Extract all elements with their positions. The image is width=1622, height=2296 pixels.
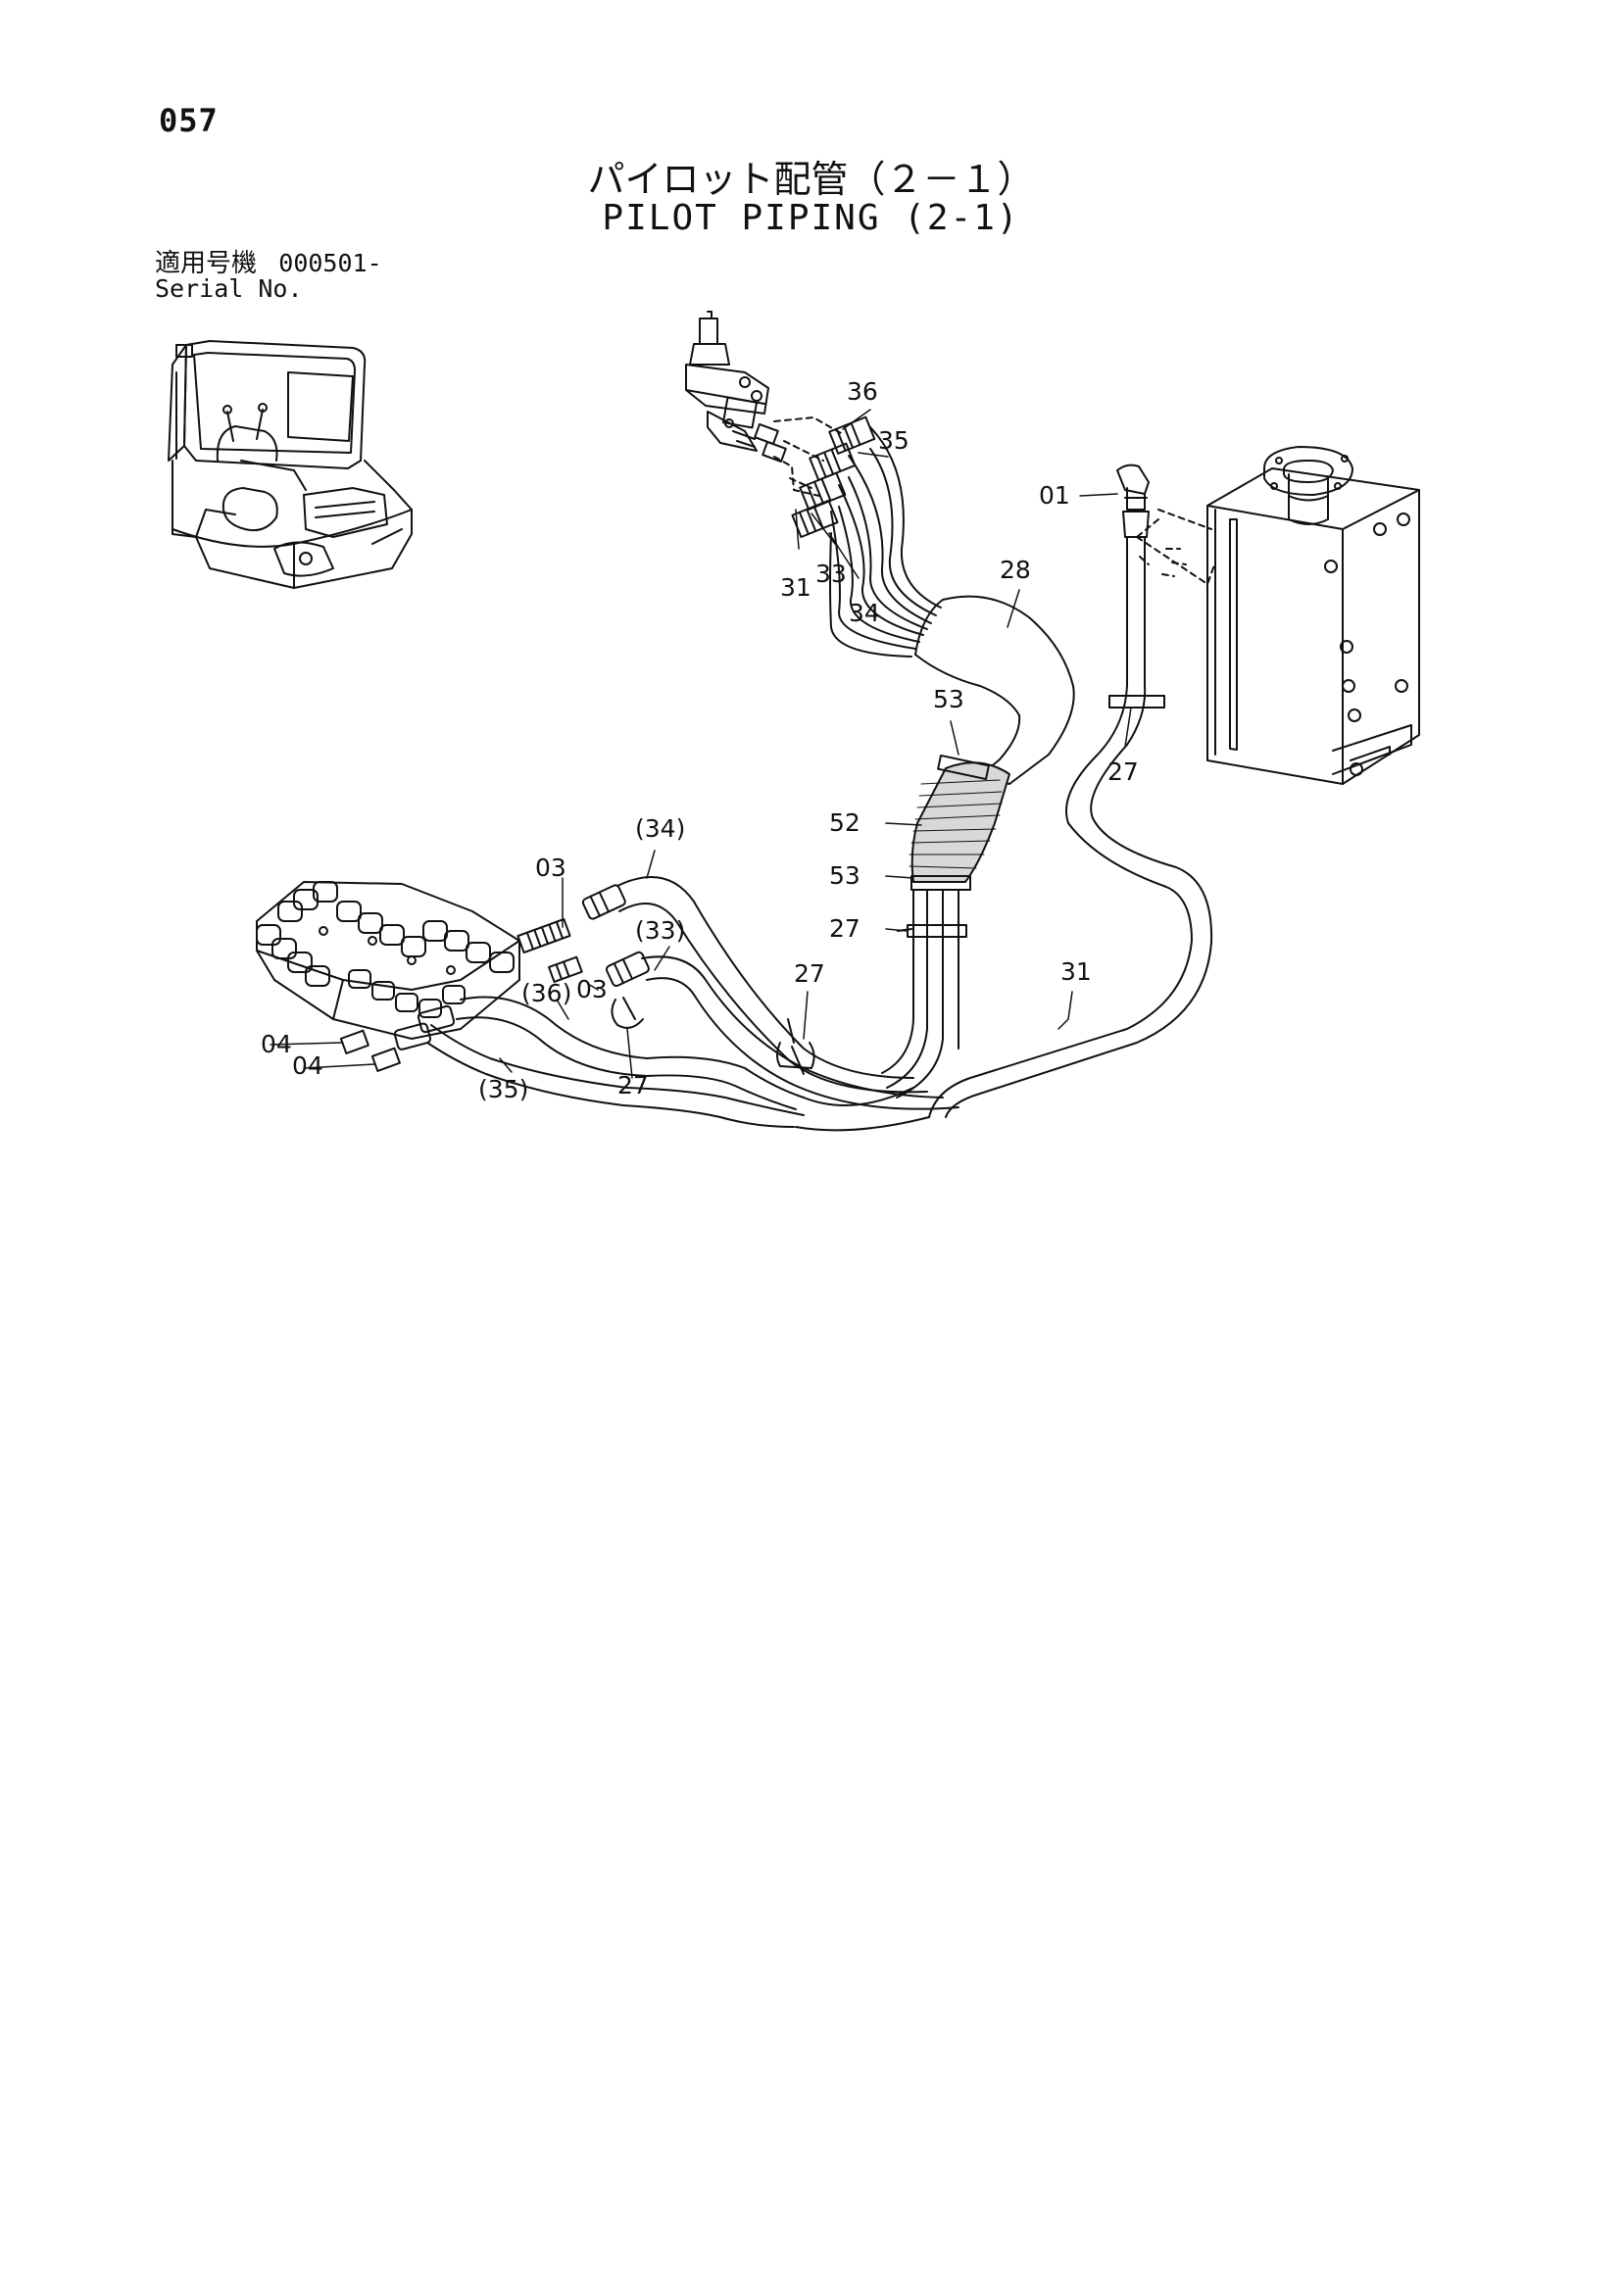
hydraulic-tank bbox=[1136, 446, 1420, 785]
hose-bundle-vertical bbox=[881, 889, 967, 1099]
callout-35: 35 bbox=[878, 426, 909, 455]
callout-01: 01 bbox=[1039, 481, 1070, 510]
pilot-hoses-lower bbox=[426, 876, 959, 1132]
callout-53-lower: 53 bbox=[829, 861, 860, 890]
pilot-valve-part bbox=[685, 311, 842, 497]
flexible-protector bbox=[909, 754, 1010, 891]
callout-36: 36 bbox=[847, 377, 878, 406]
callout-33-lower: (33) bbox=[635, 916, 685, 945]
control-valve-hose-ends bbox=[393, 884, 650, 1050]
control-valve bbox=[256, 881, 520, 1040]
callout-36-lower: (36) bbox=[521, 979, 571, 1007]
callout-04-upper: 04 bbox=[261, 1030, 292, 1058]
adapters bbox=[270, 877, 599, 1072]
callout-31-upper: 31 bbox=[780, 573, 811, 602]
callout-03-upper: 03 bbox=[535, 854, 566, 882]
hose-clamps-lower bbox=[611, 997, 815, 1075]
callout-34-lower: (34) bbox=[635, 814, 685, 843]
page-number: 057 bbox=[159, 102, 219, 139]
callout-33-upper: 33 bbox=[815, 560, 847, 588]
callout-35-lower: (35) bbox=[478, 1075, 528, 1103]
serial-value: 000501- bbox=[278, 249, 382, 277]
serial-label-english: Serial No. bbox=[155, 274, 303, 303]
excavator-thumbnail bbox=[168, 340, 413, 589]
return-hose bbox=[928, 536, 1213, 1118]
callout-27-vertical: 27 bbox=[829, 914, 860, 943]
leader-lines bbox=[499, 409, 1132, 1079]
callout-28: 28 bbox=[1000, 556, 1031, 584]
page-title-japanese: パイロット配管（２－１） bbox=[587, 158, 1035, 201]
callout-31-lower: 31 bbox=[1060, 957, 1092, 986]
page-title-english: PILOT PIPING (2-1) bbox=[602, 198, 1020, 238]
callout-34-upper: 34 bbox=[849, 599, 880, 627]
callout-27-bundle: 27 bbox=[794, 959, 825, 988]
pilot-hoses-upper bbox=[829, 426, 942, 658]
serial-label-japanese: 適用号機 bbox=[155, 249, 258, 278]
callout-53-upper: 53 bbox=[933, 685, 964, 713]
callout-03-lower: 03 bbox=[576, 975, 608, 1003]
callout-27-tank: 27 bbox=[1107, 757, 1139, 786]
serial-block: 適用号機 000501- Serial No. bbox=[155, 251, 382, 302]
valve-spools bbox=[256, 881, 515, 1018]
callout-27-lower: 27 bbox=[617, 1071, 649, 1099]
elbow-fitting bbox=[1116, 464, 1150, 538]
callout-52: 52 bbox=[829, 808, 860, 837]
callout-04-lower: 04 bbox=[292, 1051, 323, 1080]
callouts: 36 35 01 28 31 33 34 53 27 52 (34) 03 53… bbox=[261, 377, 1139, 1103]
